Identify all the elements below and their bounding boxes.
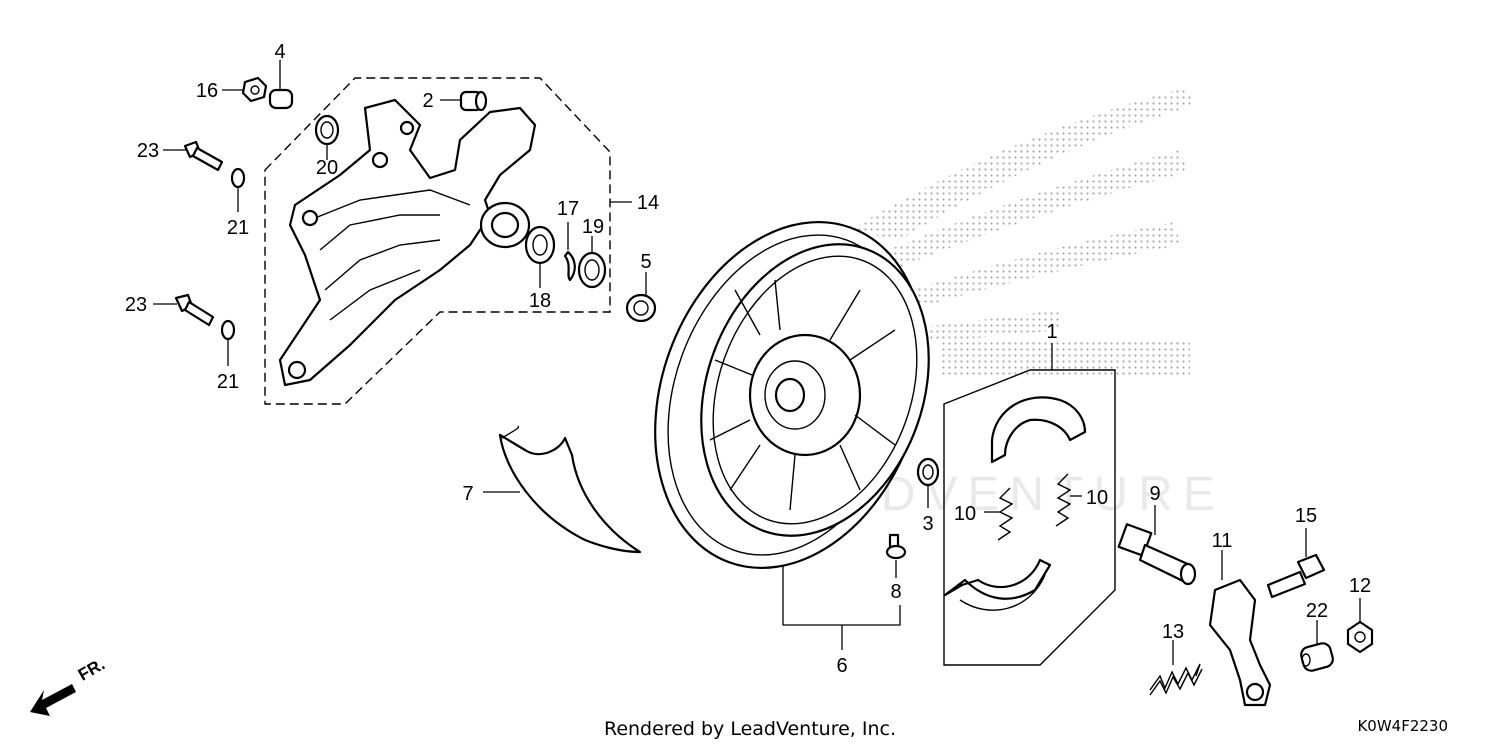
callout-c11: 11 — [1212, 530, 1233, 552]
nut-12 — [1346, 620, 1374, 654]
spring-10-left — [997, 487, 1014, 541]
washer-21-lower — [220, 319, 236, 341]
collar-5 — [625, 293, 657, 323]
callout-c22: 22 — [1306, 600, 1328, 622]
inner-guard-7 — [498, 425, 642, 554]
valve-8 — [885, 533, 907, 560]
callout-c4: 4 — [274, 41, 285, 63]
callout-c12: 12 — [1349, 575, 1371, 597]
callout-c16: 16 — [196, 80, 218, 102]
callout-c2: 2 — [422, 90, 433, 112]
callout-c7: 7 — [462, 483, 473, 505]
dust-seal-3 — [916, 457, 940, 487]
spring-10-right — [1055, 473, 1072, 527]
brake-arm-11 — [1208, 578, 1272, 707]
swingarm-group-frame — [264, 77, 611, 405]
brake-shoe-upper — [990, 396, 1087, 464]
footer-credit: Rendered by LeadVenture, Inc. — [603, 718, 897, 740]
callout-c13: 13 — [1162, 621, 1184, 643]
nut-16 — [241, 76, 268, 103]
callout-c3: 3 — [922, 513, 933, 535]
brand-watermark: LEADVENTURE — [760, 88, 1215, 521]
callout-c18: 18 — [529, 290, 551, 312]
bolt-15 — [1266, 553, 1326, 599]
callout-c6: 6 — [836, 655, 847, 677]
brake-shoe-lower — [943, 558, 1052, 611]
bolt-23-upper — [183, 140, 224, 172]
oil-seal-20 — [314, 114, 340, 146]
callout-c19: 19 — [582, 216, 604, 238]
brake-cam-9 — [1117, 523, 1197, 586]
callout-c21a: 21 — [227, 217, 249, 239]
callout-c10b: 10 — [1086, 487, 1108, 509]
callout-c14: 14 — [637, 192, 659, 214]
callout-labels: 1234567891010111213141516171819202121222… — [125, 41, 1371, 677]
circlip-17 — [563, 250, 576, 282]
callout-c23b: 23 — [125, 294, 147, 316]
collar-22 — [1300, 642, 1334, 672]
bearing-18 — [524, 225, 556, 265]
callout-c8: 8 — [890, 581, 901, 603]
collar-4 — [268, 88, 294, 110]
rear-wheel — [654, 221, 930, 569]
callout-c15: 15 — [1295, 505, 1317, 527]
diagram-code: K0W4F2230 — [1357, 717, 1448, 735]
callout-c21b: 21 — [217, 371, 239, 393]
callout-c5: 5 — [640, 251, 651, 273]
oil-seal-19 — [577, 251, 607, 289]
callout-c20: 20 — [316, 157, 338, 179]
bolt-23-lower — [174, 293, 215, 327]
front-direction-arrow — [30, 684, 76, 716]
washer-21-upper — [230, 167, 246, 189]
callout-c17: 17 — [557, 198, 579, 220]
brake-shoe-group-frame — [943, 369, 1116, 666]
callout-c9: 9 — [1149, 483, 1160, 505]
callout-c1: 1 — [1046, 321, 1057, 343]
swing-arm — [278, 98, 537, 387]
spring-13 — [1149, 663, 1203, 696]
callout-c10a: 10 — [954, 503, 976, 525]
callout-c23a: 23 — [137, 140, 159, 162]
collar-2 — [459, 90, 488, 112]
